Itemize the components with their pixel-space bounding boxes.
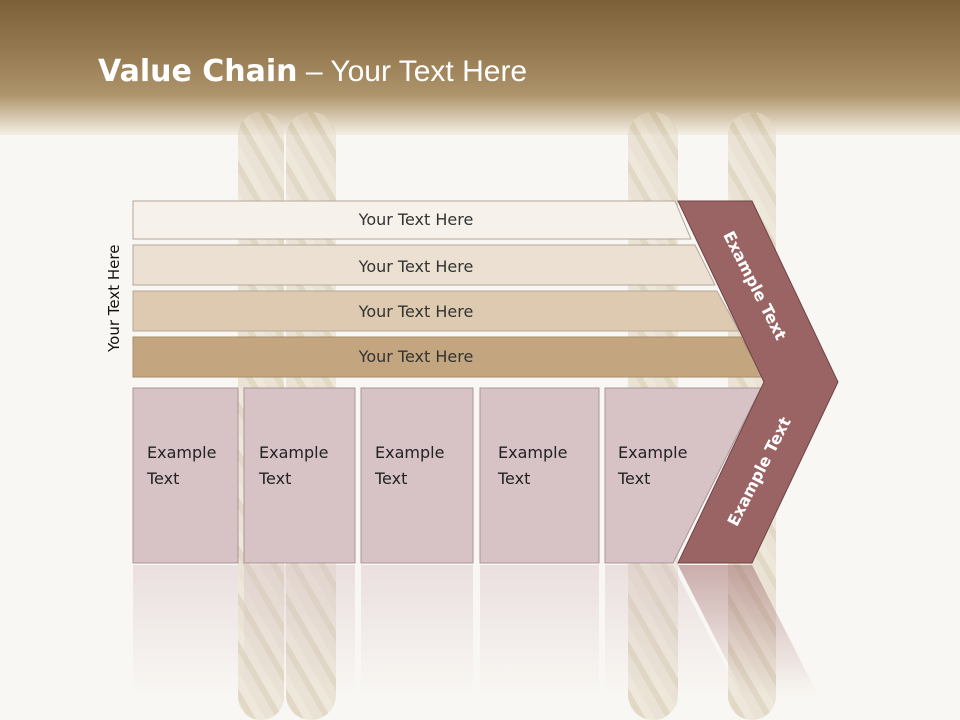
support-bar-4: Your Text Here: [132, 336, 764, 378]
primary-box-4-shape: [479, 387, 600, 564]
reflection-box-2: [244, 565, 355, 695]
primary-box-5: Example Text: [604, 387, 762, 564]
primary-box-2: Example Text: [243, 387, 356, 564]
title-rest: – Your Text Here: [297, 55, 528, 88]
title-banner: [0, 0, 960, 135]
primary-box-3-line1: Example: [375, 443, 444, 462]
primary-box-1: Example Text: [132, 387, 239, 564]
primary-box-5-line1: Example: [618, 443, 687, 462]
reflection-box-5: [605, 565, 740, 695]
reflection-chevron: [678, 565, 818, 695]
primary-box-1-line2: Text: [146, 469, 179, 488]
slide-title: Value Chain – Your Text Here: [98, 54, 527, 89]
primary-box-2-line2: Text: [258, 469, 291, 488]
support-bar-1: Your Text Here: [132, 200, 692, 240]
primary-box-4-line1: Example: [498, 443, 567, 462]
primary-box-3: Example Text: [360, 387, 474, 564]
support-bar-3: Your Text Here: [132, 290, 740, 332]
primary-box-1-shape: [132, 387, 239, 564]
support-bar-2: Your Text Here: [132, 244, 716, 286]
reflection-box-4: [480, 565, 599, 695]
support-bar-3-shape: [132, 290, 740, 332]
primary-box-4: Example Text: [479, 387, 600, 564]
primary-box-3-shape: [360, 387, 474, 564]
reflection-box-3: [361, 565, 473, 695]
support-bar-3-label: Your Text Here: [358, 302, 474, 321]
reflection-box-1: [133, 565, 238, 695]
support-bar-1-label: Your Text Here: [358, 210, 474, 229]
reflection: [133, 565, 818, 695]
primary-box-2-shape: [243, 387, 356, 564]
title-bold: Value Chain: [98, 54, 298, 89]
margin-chevron: Example Text Example Text: [677, 200, 839, 564]
support-bar-1-shape: [132, 200, 692, 240]
margin-chevron-shape: [677, 200, 839, 564]
primary-box-4-line2: Text: [497, 469, 530, 488]
support-bar-2-shape: [132, 244, 716, 286]
primary-box-1-line1: Example: [147, 443, 216, 462]
primary-box-2-line1: Example: [259, 443, 328, 462]
support-bar-4-label: Your Text Here: [358, 347, 474, 366]
support-bar-2-label: Your Text Here: [358, 257, 474, 276]
primary-box-3-line2: Text: [374, 469, 407, 488]
primary-box-5-shape: [604, 387, 762, 564]
primary-box-5-line2: Text: [617, 469, 650, 488]
